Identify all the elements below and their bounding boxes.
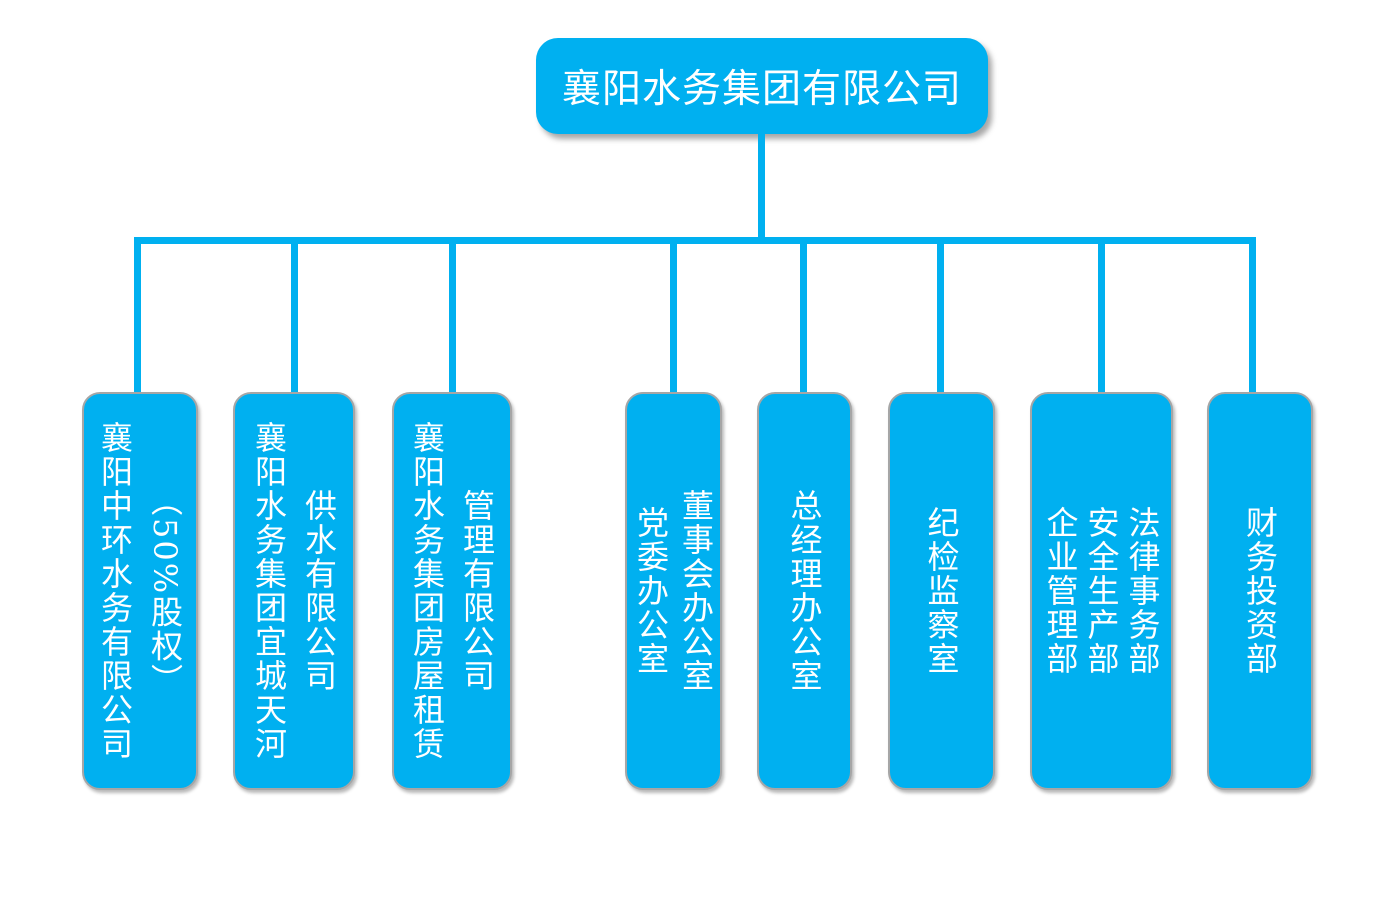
- connector-drop-2: [291, 240, 298, 392]
- connector-root-stem: [758, 131, 765, 244]
- org-node-finance-investment: 财务投资部: [1207, 392, 1313, 790]
- org-root-label: 襄阳水务集团有限公司: [561, 67, 962, 112]
- org-node-text-column: 董事会办公室: [677, 489, 715, 693]
- org-node-text-column: 企业管理部: [1041, 506, 1080, 676]
- org-node-subsidiary-yicheng: 襄阳水务集团宜城天河供水有限公司: [233, 392, 355, 790]
- org-node-text-column: 财务投资部: [1241, 506, 1279, 676]
- connector-drop-3: [449, 240, 456, 392]
- org-node-text-column: 法律事务部: [1123, 506, 1162, 676]
- org-node-text-column: （50%股权）: [146, 484, 184, 698]
- org-node-gm-office: 总经理办公室: [757, 392, 852, 790]
- org-root-node: 襄阳水务集团有限公司: [536, 38, 988, 134]
- connector-drop-7: [1098, 240, 1105, 392]
- org-node-text-column: 襄阳中环水务有限公司: [96, 421, 134, 761]
- org-node-text-column: 党委办公室: [632, 506, 670, 676]
- org-node-text-column: 襄阳水务集团房屋租赁: [408, 421, 446, 761]
- org-node-text-column: 纪检监察室: [922, 506, 961, 676]
- org-node-party-board-office: 党委办公室董事会办公室: [625, 392, 722, 790]
- org-node-subsidiary-zhonghuan: 襄阳中环水务有限公司 （50%股权）: [82, 392, 198, 790]
- org-node-discipline-office: 纪检监察室: [888, 392, 995, 790]
- connector-drop-6: [937, 240, 944, 392]
- connector-drop-1: [134, 240, 141, 392]
- connector-drop-4: [670, 240, 677, 392]
- connector-horizontal-rail: [134, 237, 1256, 244]
- org-node-mgmt-safety-legal: 企业管理部安全生产部法律事务部: [1030, 392, 1173, 790]
- org-node-text-column: 管理有限公司: [458, 489, 496, 693]
- org-node-text-column: 供水有限公司: [300, 489, 338, 693]
- org-node-text-column: 总经理办公室: [785, 489, 824, 693]
- org-node-text-column: 安全生产部: [1082, 506, 1121, 676]
- org-node-subsidiary-housing: 襄阳水务集团房屋租赁管理有限公司: [392, 392, 512, 790]
- connector-drop-8: [1249, 240, 1256, 392]
- connector-drop-5: [800, 240, 807, 392]
- org-node-text-column: 襄阳水务集团宜城天河: [250, 421, 288, 761]
